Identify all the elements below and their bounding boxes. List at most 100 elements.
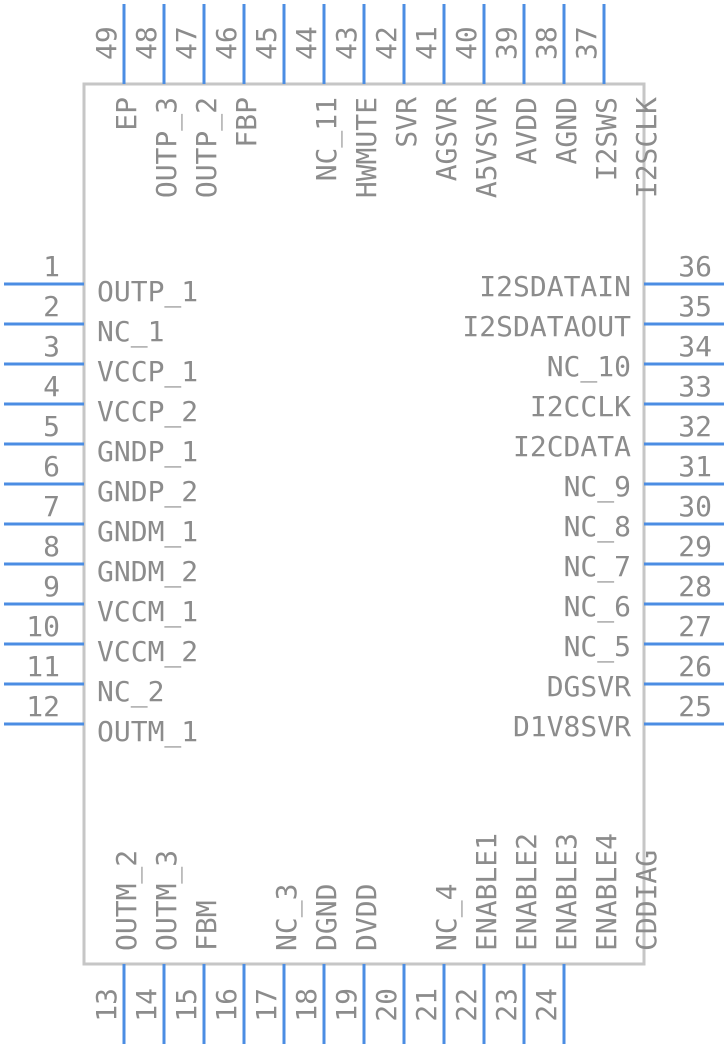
pin-label-vccp-2: VCCP_2: [97, 395, 198, 429]
pin-number-35: 35: [678, 290, 712, 323]
pin-number-11: 11: [26, 650, 60, 683]
pin-number-13: 13: [90, 988, 123, 1022]
pin-label-outm-3: OUTM_3: [150, 850, 184, 951]
pin-label-nc-7: NC_7: [564, 550, 631, 584]
pin-label-svr: SVR: [390, 97, 423, 148]
pin-label-outm-2: OUTM_2: [110, 850, 144, 951]
pin-number-38: 38: [530, 26, 563, 60]
pin-label-avdd: AVDD: [510, 97, 543, 164]
pin-number-16: 16: [210, 988, 243, 1022]
pin-label-gndm-2: GNDM_2: [97, 555, 198, 589]
pin-number-25: 25: [678, 690, 712, 723]
pin-label-nc-3: NC_3: [270, 884, 304, 951]
pin-number-44: 44: [290, 26, 323, 60]
pin-number-40: 40: [450, 26, 483, 60]
pin-number-49: 49: [90, 26, 123, 60]
pin-number-12: 12: [26, 690, 60, 723]
pin-label-dvdd: DVDD: [350, 884, 383, 951]
pin-label-ep: EP: [110, 97, 143, 131]
pin-number-15: 15: [170, 988, 203, 1022]
pin-label-nc-4: NC_4: [430, 884, 464, 951]
pin-label-agnd: AGND: [550, 97, 583, 164]
pin-label-a5vsvr: A5VSVR: [470, 97, 503, 198]
pin-number-30: 30: [678, 490, 712, 523]
pin-label-nc-9: NC_9: [564, 470, 631, 504]
pin-label-vccm-1: VCCM_1: [97, 595, 198, 629]
pin-number-1: 1: [43, 250, 60, 283]
pin-number-5: 5: [43, 410, 60, 443]
pin-label-i2sdatain: I2SDATAIN: [479, 270, 631, 303]
pin-number-39: 39: [490, 26, 523, 60]
pin-label-gndp-2: GNDP_2: [97, 475, 198, 509]
pin-number-17: 17: [250, 988, 283, 1022]
pin-number-27: 27: [678, 610, 712, 643]
pin-number-14: 14: [130, 988, 163, 1022]
pin-label-i2sdataout: I2SDATAOUT: [462, 310, 631, 343]
pin-number-21: 21: [410, 988, 443, 1022]
pin-number-10: 10: [26, 610, 60, 643]
pin-number-41: 41: [410, 26, 443, 60]
pin-number-24: 24: [530, 988, 563, 1022]
pin-label-nc-8: NC_8: [564, 510, 631, 544]
pin-label-vccp-1: VCCP_1: [97, 355, 198, 389]
pin-number-43: 43: [330, 26, 363, 60]
pin-number-31: 31: [678, 450, 712, 483]
pin-label-nc-6: NC_6: [564, 590, 631, 624]
pin-number-36: 36: [678, 250, 712, 283]
pin-number-28: 28: [678, 570, 712, 603]
pin-label-i2sws: I2SWS: [590, 97, 623, 181]
pin-label-dgsvr: DGSVR: [547, 670, 631, 703]
ic-body: [82, 82, 646, 966]
pin-number-18: 18: [290, 988, 323, 1022]
pin-label-fbm: FBM: [190, 900, 223, 951]
pin-label-dgnd: DGND: [310, 884, 343, 951]
pin-number-45: 45: [250, 26, 283, 60]
pin-label-enable1: ENABLE1: [470, 833, 503, 951]
pin-label-outp-3: OUTP_3: [150, 97, 184, 198]
pin-number-19: 19: [330, 988, 363, 1022]
pin-label-enable4: ENABLE4: [590, 833, 623, 951]
pin-number-29: 29: [678, 530, 712, 563]
pin-label-nc-5: NC_5: [564, 630, 631, 664]
pin-label-i2sclk: I2SCLK: [630, 97, 663, 198]
pin-label-gndm-1: GNDM_1: [97, 515, 198, 549]
pin-number-22: 22: [450, 988, 483, 1022]
pin-number-26: 26: [678, 650, 712, 683]
pin-label-agsvr: AGSVR: [430, 97, 463, 181]
pin-label-gndp-1: GNDP_1: [97, 435, 198, 469]
pin-label-i2cdata: I2CDATA: [513, 430, 631, 463]
pin-label-fbp: FBP: [230, 97, 263, 148]
pin-number-6: 6: [43, 450, 60, 483]
pin-label-enable3: ENABLE3: [550, 833, 583, 951]
pin-label-hwmute: HWMUTE: [350, 97, 383, 198]
pin-number-34: 34: [678, 330, 712, 363]
pin-number-46: 46: [210, 26, 243, 60]
pin-number-9: 9: [43, 570, 60, 603]
pin-label-d1v8svr: D1V8SVR: [513, 710, 631, 743]
pin-number-33: 33: [678, 370, 712, 403]
pin-number-32: 32: [678, 410, 712, 443]
pin-number-3: 3: [43, 330, 60, 363]
pin-number-23: 23: [490, 988, 523, 1022]
pin-label-outp-1: OUTP_1: [97, 275, 198, 309]
pin-label-nc-10: NC_10: [547, 350, 631, 384]
pin-number-20: 20: [370, 988, 403, 1022]
pin-number-4: 4: [43, 370, 60, 403]
pin-label-outm-1: OUTM_1: [97, 715, 198, 749]
pin-label-i2cclk: I2CCLK: [530, 390, 631, 423]
pin-number-8: 8: [43, 530, 60, 563]
pin-label-outp-2: OUTP_2: [190, 97, 224, 198]
pin-label-nc-11: NC_11: [310, 97, 344, 181]
pin-label-cddiag: CDDIAG: [630, 850, 663, 951]
pin-number-48: 48: [130, 26, 163, 60]
pin-number-7: 7: [43, 490, 60, 523]
pin-number-37: 37: [570, 26, 603, 60]
pin-label-vccm-2: VCCM_2: [97, 635, 198, 669]
pin-label-nc-1: NC_1: [97, 315, 164, 349]
pin-label-nc-2: NC_2: [97, 675, 164, 709]
pin-number-42: 42: [370, 26, 403, 60]
pin-label-enable2: ENABLE2: [510, 833, 543, 951]
pin-number-2: 2: [43, 290, 60, 323]
